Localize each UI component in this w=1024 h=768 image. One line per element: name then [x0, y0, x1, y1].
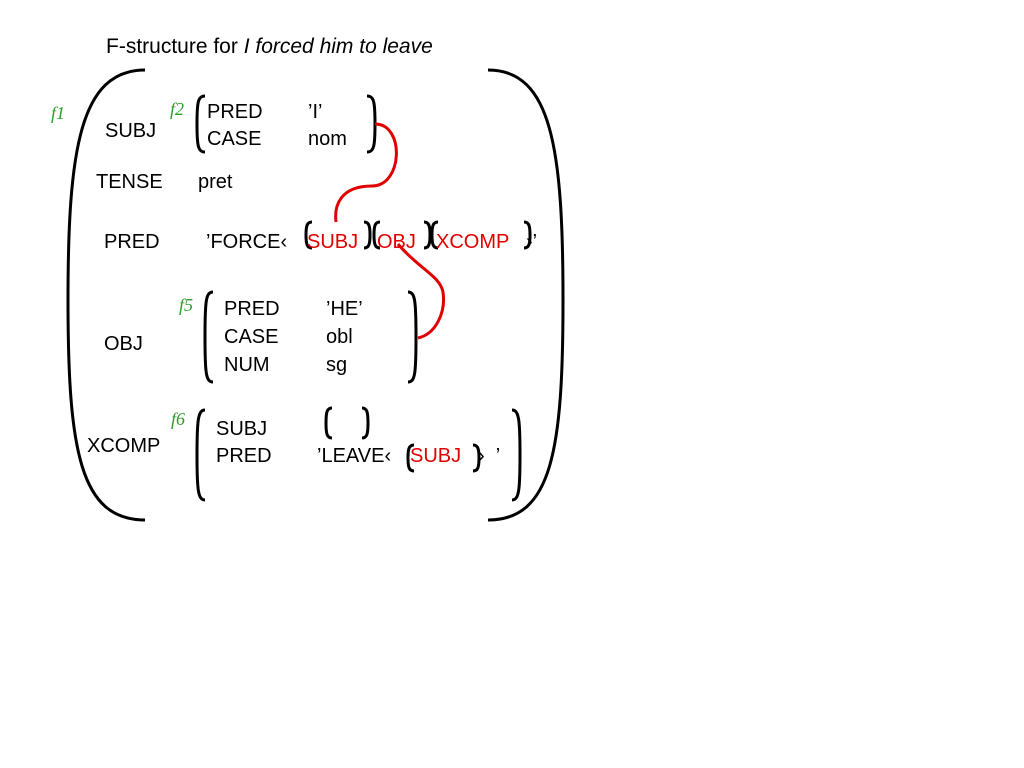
pred-value-head: ’FORCE‹	[206, 231, 288, 253]
label-f1: f1	[51, 103, 66, 123]
value-tense: pret	[198, 171, 233, 193]
pred-arg-obj: OBJ	[377, 231, 416, 253]
attr-pred: PRED	[104, 231, 160, 253]
label-f2: f2	[170, 99, 185, 119]
subj-right-bracket	[366, 94, 377, 154]
arg-obj-left-bracket	[372, 220, 381, 250]
diagram-title: F-structure for I forced him to leave	[106, 35, 433, 58]
subj-pred-attr: PRED	[207, 101, 263, 123]
attr-tense: TENSE	[96, 171, 163, 193]
pred-arg-xcomp: XCOMP	[436, 231, 510, 253]
title-sentence: I forced him to leave	[243, 35, 433, 58]
leave-arg-right-bracket	[472, 443, 481, 473]
obj-case-value: obl	[326, 326, 353, 348]
pred-value-tail: ›’	[526, 231, 538, 253]
link-obj-to-f5	[396, 243, 446, 340]
subj-case-value: nom	[308, 128, 347, 150]
xcomp-pred-head: ’LEAVE‹	[317, 445, 392, 467]
subj-left-bracket	[195, 94, 206, 154]
obj-left-bracket	[203, 290, 214, 384]
title-prefix: F-structure for	[106, 35, 244, 58]
attr-obj: OBJ	[104, 333, 143, 355]
arg-subj-right-bracket	[363, 220, 372, 250]
arg-xcomp-right-bracket	[523, 220, 532, 250]
subj-case-attr: CASE	[207, 128, 262, 150]
xcomp-subj-right-bracket	[361, 406, 370, 440]
xcomp-left-bracket	[195, 408, 206, 502]
arg-subj-left-bracket	[304, 220, 313, 250]
obj-num-value: sg	[326, 354, 348, 376]
xcomp-subj-left-bracket	[324, 406, 333, 440]
xcomp-right-bracket	[511, 408, 522, 502]
label-f5: f5	[179, 295, 194, 315]
outer-left-bracket	[66, 68, 146, 522]
attr-subj: SUBJ	[105, 120, 157, 142]
xcomp-subj-attr: SUBJ	[216, 418, 268, 440]
obj-case-attr: CASE	[224, 326, 279, 348]
xcomp-pred-arg-subj: SUBJ	[410, 445, 462, 467]
obj-num-attr: NUM	[224, 354, 270, 376]
obj-pred-value: ’HE’	[326, 298, 363, 320]
arg-xcomp-left-bracket	[430, 220, 439, 250]
outer-right-bracket	[487, 68, 565, 522]
obj-right-bracket	[407, 290, 418, 384]
xcomp-pred-tail: › ’	[478, 445, 501, 467]
obj-pred-attr: PRED	[224, 298, 280, 320]
attr-xcomp: XCOMP	[87, 435, 161, 457]
subj-pred-value: ’I’	[308, 101, 323, 123]
label-f6: f6	[171, 409, 186, 429]
link-subj-to-f2	[334, 122, 398, 223]
pred-arg-subj: SUBJ	[307, 231, 359, 253]
xcomp-pred-attr: PRED	[216, 445, 272, 467]
arg-obj-right-bracket	[423, 220, 432, 250]
leave-arg-left-bracket	[406, 443, 415, 473]
